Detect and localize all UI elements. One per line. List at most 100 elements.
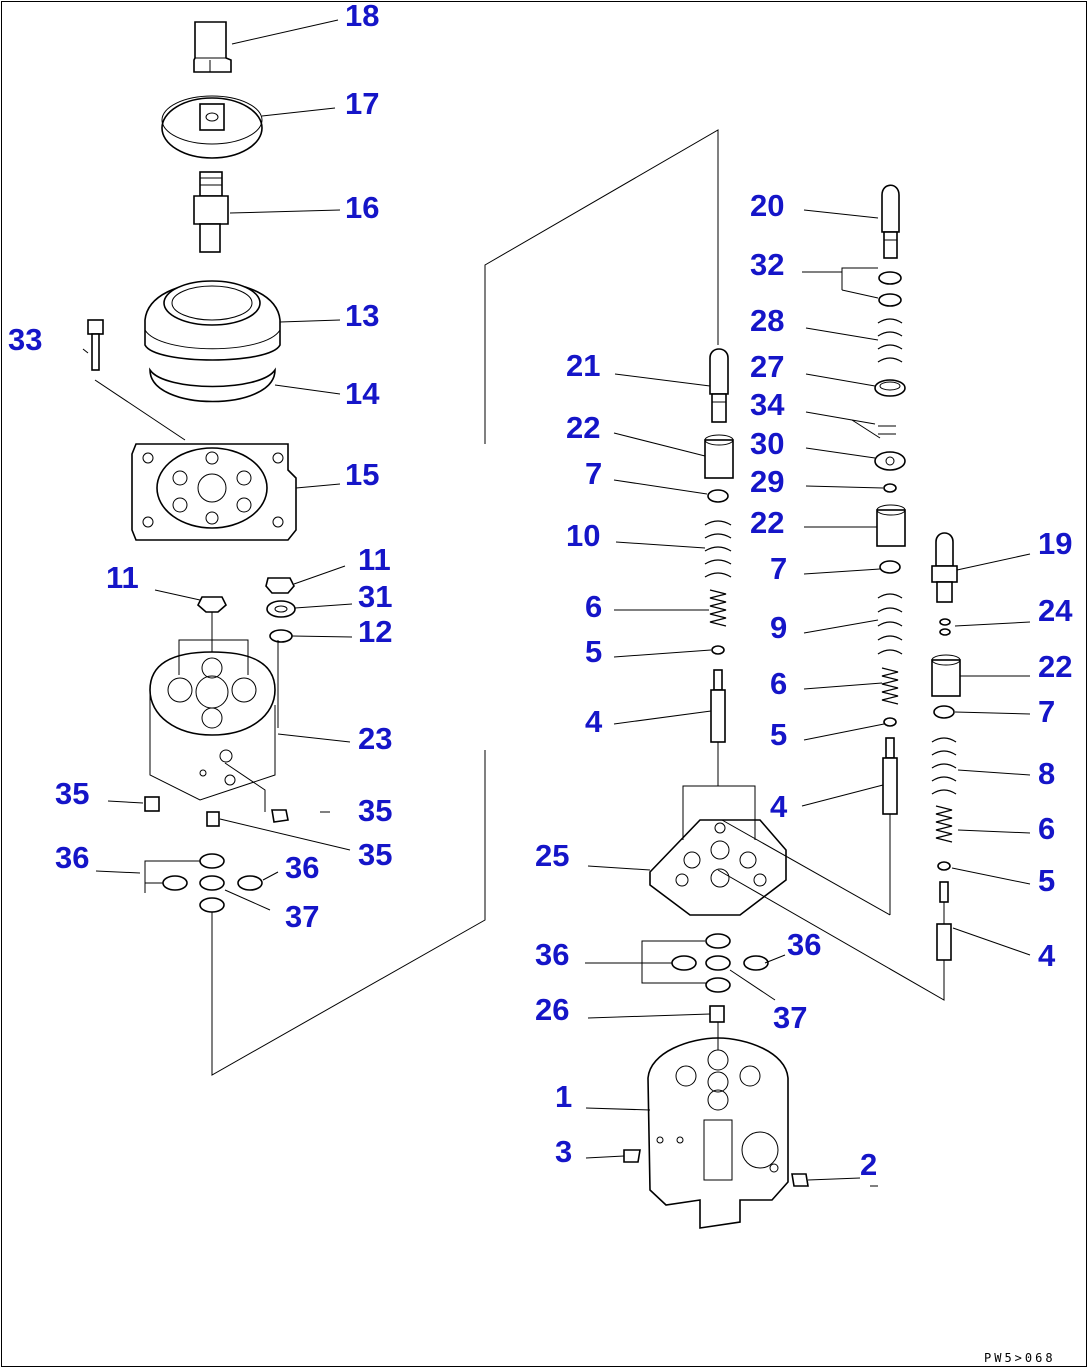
part-28-spring (877, 318, 903, 363)
part-16-fitting (193, 171, 229, 253)
callout-20: 20 (750, 188, 784, 223)
callout-7-mid: 7 (770, 551, 787, 586)
callout-35-left: 35 (55, 776, 89, 811)
part-36-37-seals-left (162, 853, 263, 913)
callout-24: 24 (1038, 593, 1073, 628)
part-9-spring (877, 593, 903, 655)
part-36-37-seals-right (671, 933, 769, 993)
part-2-plug (791, 1173, 809, 1187)
callout-19: 19 (1038, 526, 1072, 561)
callout-34: 34 (750, 387, 785, 422)
part-5-washer-c (937, 861, 951, 871)
part-34-pins (878, 425, 896, 435)
callout-labels: 18 17 16 13 14 33 15 11 11 31 12 23 35 3… (8, 0, 1073, 1182)
callout-32: 32 (750, 247, 784, 282)
callout-8: 8 (1038, 756, 1055, 791)
callout-36-right: 36 (787, 927, 821, 962)
callout-5-right: 5 (1038, 863, 1055, 898)
callout-4-right: 4 (1038, 938, 1056, 973)
callout-25: 25 (535, 838, 569, 873)
part-4-spool-b (882, 737, 898, 815)
part-24-o-rings (939, 618, 951, 636)
callout-1: 1 (555, 1079, 572, 1114)
part-27-seal (874, 379, 906, 397)
callout-13: 13 (345, 298, 379, 333)
callout-30: 30 (750, 426, 784, 461)
part-25-plate (649, 819, 787, 916)
callout-16: 16 (345, 190, 379, 225)
part-26-plug (709, 1005, 725, 1023)
part-7-washer-c (933, 705, 955, 719)
callout-6-right: 6 (1038, 811, 1055, 846)
callout-33: 33 (8, 322, 42, 357)
part-20-push-rod (881, 184, 900, 259)
callout-36-mid: 36 (285, 850, 319, 885)
callout-10: 10 (566, 518, 600, 553)
part-12-o-ring (269, 629, 293, 643)
callout-37-right: 37 (773, 1000, 807, 1035)
part-5-washer-a (711, 645, 725, 655)
callout-23: 23 (358, 721, 392, 756)
callout-7-left: 7 (585, 456, 602, 491)
callout-35-right: 35 (358, 793, 392, 828)
part-13-bellows-housing (144, 280, 281, 361)
part-33-bolt (87, 319, 104, 371)
callout-29: 29 (750, 464, 784, 499)
callout-27: 27 (750, 349, 784, 384)
part-3-plug (623, 1149, 641, 1163)
part-4-spool-a (710, 669, 726, 743)
callout-4-mid: 4 (770, 789, 788, 824)
part-6-spring-c (935, 805, 953, 843)
part-4-spool-c (936, 881, 952, 961)
callout-21: 21 (566, 348, 600, 383)
part-22-spring-seat-b (876, 504, 906, 547)
callout-2: 2 (860, 1147, 877, 1182)
callout-6-mid: 6 (770, 666, 787, 701)
callout-18: 18 (345, 0, 379, 33)
part-15-plate (131, 443, 297, 541)
callout-11-left: 11 (106, 560, 139, 595)
callout-31: 31 (358, 579, 392, 614)
callout-28: 28 (750, 303, 784, 338)
callout-14: 14 (345, 376, 380, 411)
callout-26: 26 (535, 992, 569, 1027)
part-19-push-rod (931, 532, 958, 603)
part-32-o-rings (878, 271, 902, 307)
part-11-nut-right (265, 577, 295, 594)
callout-36-right-left: 36 (535, 937, 569, 972)
callout-22-right: 22 (1038, 649, 1072, 684)
part-6-spring-b (881, 667, 899, 705)
callout-9: 9 (770, 610, 787, 645)
callout-4-left: 4 (585, 704, 603, 739)
callout-11-right: 11 (358, 542, 391, 577)
callout-22-left: 22 (566, 410, 600, 445)
part-31-washer (266, 600, 296, 618)
part-21-push-rod (709, 348, 729, 423)
part-6-spring-a (709, 589, 727, 627)
callout-5-left: 5 (585, 634, 602, 669)
callout-5-mid: 5 (770, 717, 787, 752)
callout-7-right: 7 (1038, 694, 1055, 729)
leader-lines (82, 19, 1031, 1187)
callout-15: 15 (345, 457, 379, 492)
part-11-nut-left (197, 596, 227, 613)
callout-17: 17 (345, 86, 379, 121)
part-22-spring-seat-c (931, 654, 961, 697)
part-14-bellows-ring (149, 367, 276, 403)
drawing-code: PW5>068 (984, 1351, 1056, 1365)
part-29-ball (883, 483, 897, 493)
part-7-washer-a (707, 489, 729, 503)
part-30-valve-seat (874, 451, 906, 471)
callout-6-left: 6 (585, 589, 602, 624)
callout-35-bottom: 35 (358, 837, 392, 872)
part-17-boot-plate (161, 95, 263, 159)
part-18-nut (193, 21, 232, 73)
part-1-valve-body (647, 1037, 789, 1229)
callout-12: 12 (358, 614, 392, 649)
part-7-washer-b (879, 560, 901, 574)
part-23-body (149, 651, 276, 801)
callout-36-left: 36 (55, 840, 89, 875)
callout-22-mid: 22 (750, 505, 784, 540)
callout-37-left: 37 (285, 899, 319, 934)
